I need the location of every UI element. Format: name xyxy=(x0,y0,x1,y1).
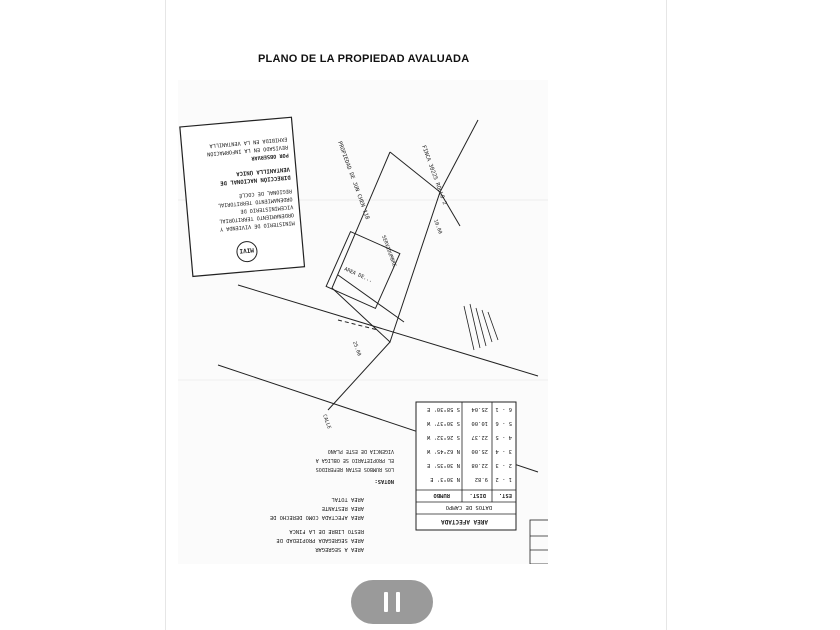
table-cell: N 30°3' E xyxy=(430,476,460,482)
footnote-line: VIGENCIA DE ESTE PLANO xyxy=(328,448,394,454)
table-cell: 1 - 2 xyxy=(495,476,512,482)
table-header: EST. xyxy=(499,492,512,498)
table-cell: 3 - 4 xyxy=(495,448,512,454)
plan-label-dim: 10.00 xyxy=(432,219,443,235)
table-cell: S 26°32' W xyxy=(426,434,460,440)
note-line: RESTO LIBRE DE LA FINCA xyxy=(289,528,364,534)
table-header: RUMBO xyxy=(433,492,450,498)
table-cell: 6 - 1 xyxy=(495,406,512,412)
pause-icon xyxy=(396,592,400,612)
table-subtitle: DATOS DE CAMPO xyxy=(446,504,492,510)
table-cell: 22.08 xyxy=(471,462,488,468)
footnote-line: EL PROPIETARIO SE OBLIGA A xyxy=(316,457,394,463)
table-cell: S 58°30' E xyxy=(427,406,460,412)
road-edge xyxy=(237,284,539,377)
pause-icon xyxy=(384,592,388,612)
partial-table xyxy=(529,519,548,564)
table-cell: 25.04 xyxy=(471,406,488,412)
table-cell: 25.00 xyxy=(471,448,488,454)
table-cell: S 30°37' W xyxy=(426,420,460,426)
plan-label-dim: 25.00 xyxy=(351,341,362,357)
lot-outline xyxy=(325,119,479,411)
note-line: AREA SEGREGADA PROPIEDAD DE xyxy=(276,537,364,543)
table-cell: 10.00 xyxy=(471,420,488,426)
note-line: AREA A SEGREGAR xyxy=(315,546,364,552)
table-cell: 5 - 6 xyxy=(495,420,512,426)
stamp-logo: MIVI xyxy=(239,246,254,254)
field-data-table: AREA AFECTADA DATOS DE CAMPO EST. DIST. … xyxy=(415,401,517,531)
table-cell: N 30°35' E xyxy=(427,462,460,468)
signature-mark xyxy=(463,303,499,351)
scanned-plan: MIVI MINISTERIO DE VIVIENDA Y ORDENAMIEN… xyxy=(178,80,548,564)
table-cell: 4 - 5 xyxy=(495,434,512,440)
table-border xyxy=(415,401,517,531)
table-cell: N 62°45' W xyxy=(426,448,460,454)
boundary-extension xyxy=(439,119,479,193)
stamp-line: VENTANILLA ÚNICA xyxy=(235,166,290,178)
note-line: AREA TOTAL xyxy=(332,496,364,502)
plan-label-street: CALLE xyxy=(321,414,332,430)
boundary-extension xyxy=(439,191,461,227)
plan-drawing: MIVI MINISTERIO DE VIVIENDA Y ORDENAMIEN… xyxy=(178,80,548,564)
table-header: DIST. xyxy=(469,492,486,498)
table-cell: 2 - 3 xyxy=(495,462,512,468)
stamp-line: POR OBSERVAR xyxy=(250,152,289,161)
boundary-extension xyxy=(327,341,391,411)
pause-button[interactable] xyxy=(351,580,433,624)
approval-stamp: MIVI MINISTERIO DE VIVIENDA Y ORDENAMIEN… xyxy=(179,116,306,278)
document-title: PLANO DE LA PROPIEDAD AVALUADA xyxy=(258,53,470,65)
table-cell: 22.37 xyxy=(471,434,488,440)
lot-division xyxy=(337,274,405,323)
table-cell: 9.82 xyxy=(475,476,488,482)
stamp-line: VICEMINISTERIO DE xyxy=(240,203,293,214)
stamp-seal xyxy=(236,241,258,263)
stamp-border xyxy=(179,116,306,278)
footnote-line: LOS RUMBOS ESTAN REFERIDOS xyxy=(316,466,394,472)
footnote-line: NOTAS: xyxy=(375,478,394,484)
partial-table-border xyxy=(529,519,548,564)
area-notes: AREA A SEGREGAR AREA SEGREGADA PROPIEDAD… xyxy=(270,448,394,552)
table-title: AREA AFECTADA xyxy=(441,518,488,525)
affected-area-box xyxy=(325,230,401,310)
note-line: AREA AFECTADA COMO DERECHO DE xyxy=(270,514,364,520)
note-line: AREA RESTANTE xyxy=(322,505,364,511)
